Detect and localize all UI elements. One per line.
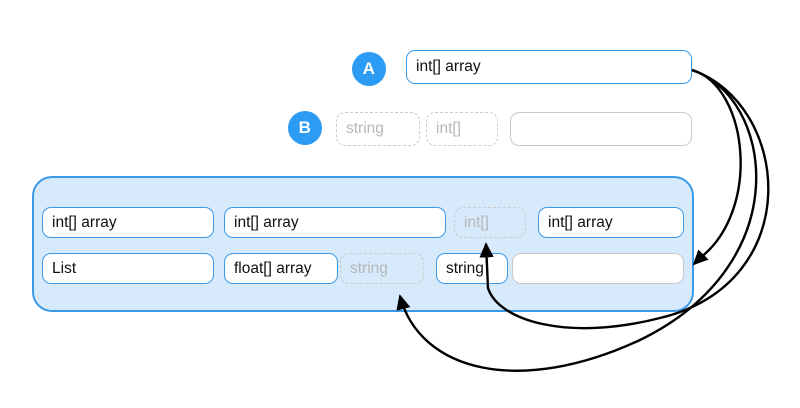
badge-b: B — [288, 111, 322, 145]
panel-row2-slot-float-array[interactable]: float[] array — [224, 253, 338, 284]
panel-row1-slot-1[interactable]: int[] array — [42, 207, 214, 238]
panel-row2-slot-list[interactable]: List — [42, 253, 214, 284]
row-b-ghost-string[interactable]: string — [336, 112, 420, 146]
panel-row2-empty-slot[interactable] — [512, 253, 684, 284]
panel-row1-slot-2[interactable]: int[] array — [224, 207, 446, 238]
panel-row2-slot-string[interactable]: string — [436, 253, 508, 284]
candidate-panel — [32, 176, 694, 312]
badge-a: A — [352, 52, 386, 86]
panel-row2-ghost-string[interactable]: string — [340, 253, 424, 284]
panel-row1-slot-4[interactable]: int[] array — [538, 207, 684, 238]
row-b-ghost-int-array[interactable]: int[] — [426, 112, 498, 146]
row-b-empty-slot[interactable] — [510, 112, 692, 146]
arrow-a-to-panel-empty-slot — [691, 68, 742, 266]
row-a-slot-int-array[interactable]: int[] array — [406, 50, 692, 84]
panel-row1-ghost-int-array[interactable]: int[] — [454, 207, 526, 238]
